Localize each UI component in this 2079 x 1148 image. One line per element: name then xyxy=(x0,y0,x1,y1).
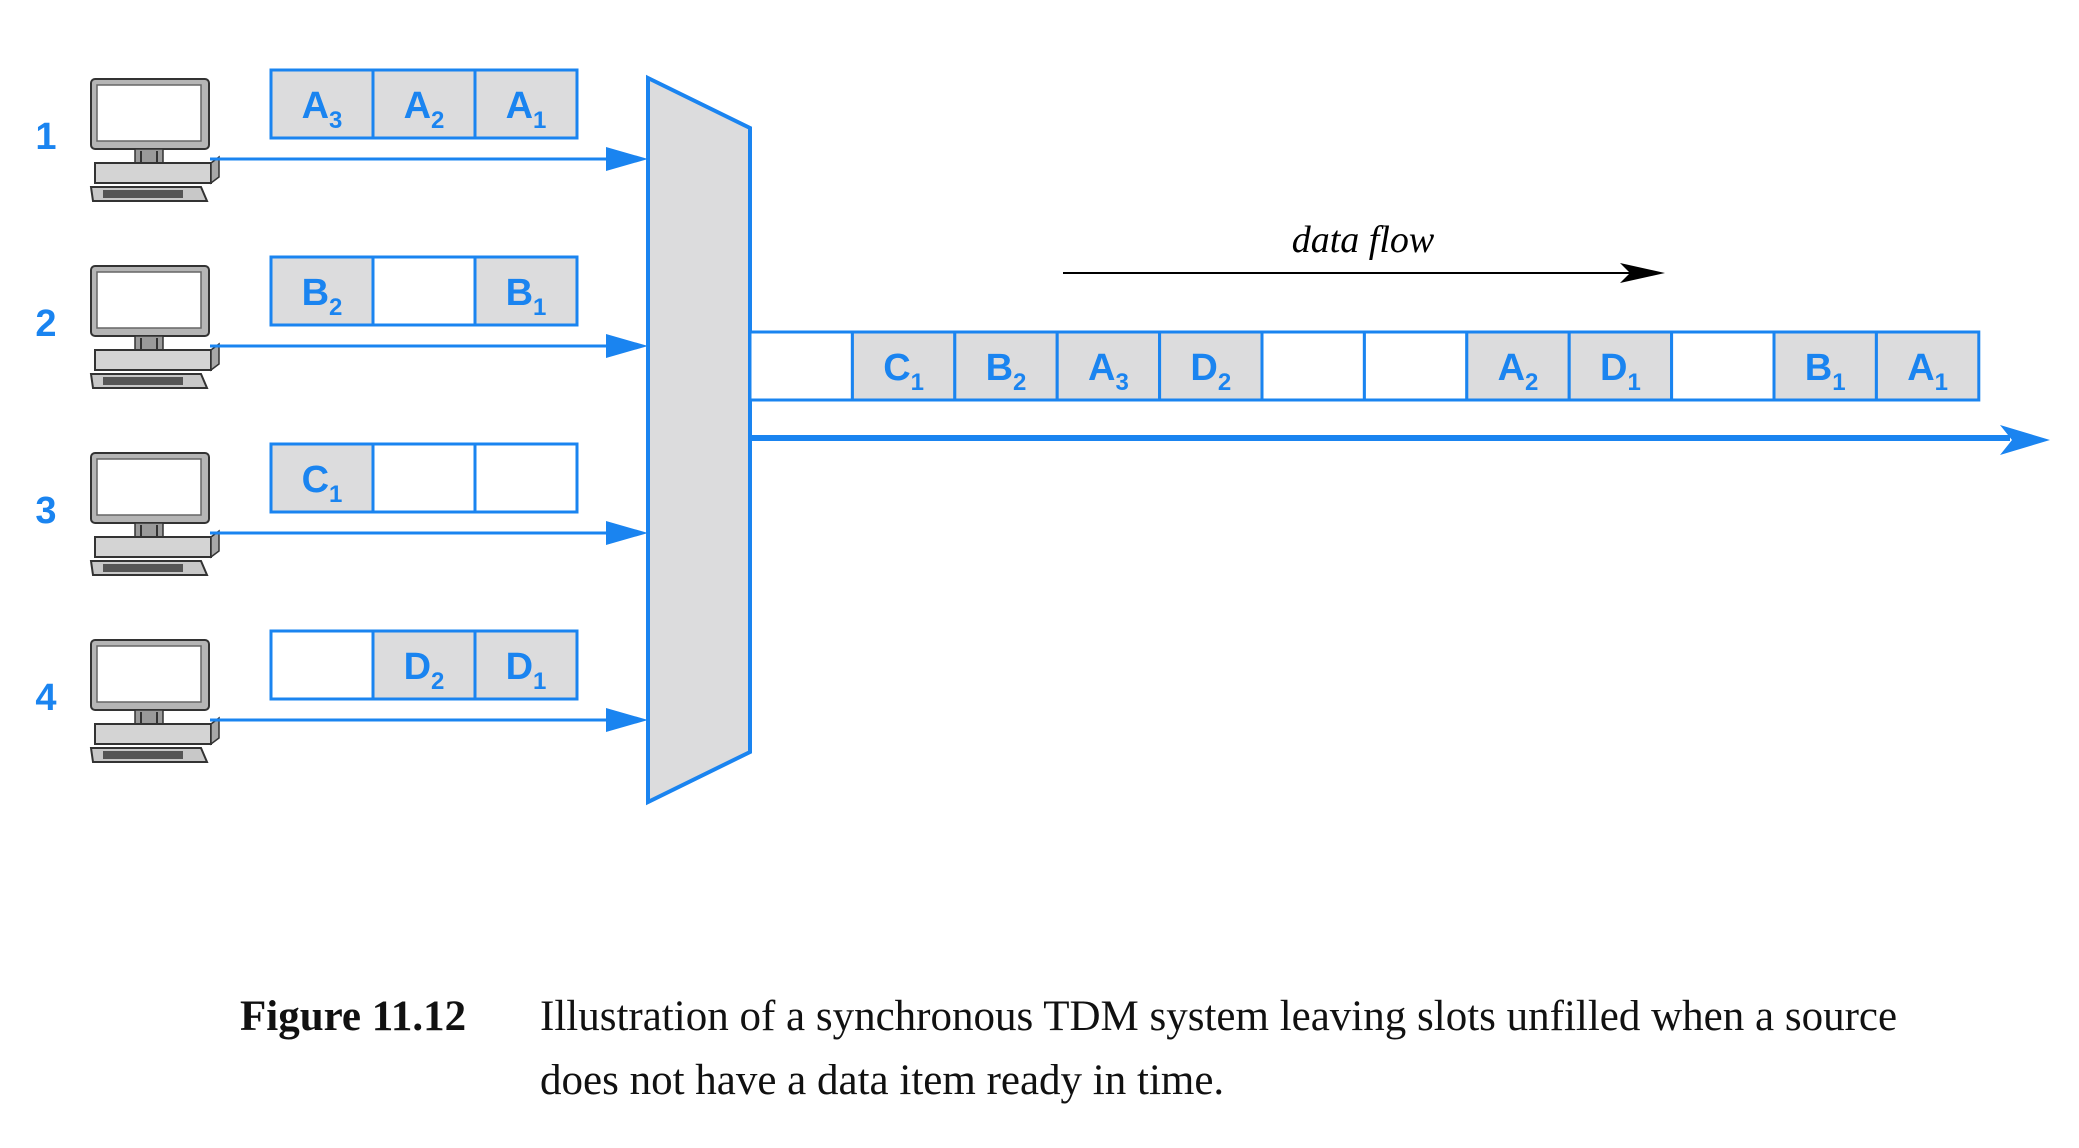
output-slot-label: B1 xyxy=(1805,347,1846,396)
input-slot-label: D1 xyxy=(506,646,547,695)
output-slot-label: A3 xyxy=(1088,347,1129,396)
empty-output-slot xyxy=(1362,330,1469,402)
source-number-label: 2 xyxy=(35,303,56,345)
empty-input-slot xyxy=(371,442,477,514)
input-slot-label: A3 xyxy=(302,85,343,134)
multiplexer-shape xyxy=(646,74,752,806)
source-2: 2 B2 B1 xyxy=(35,255,648,389)
input-slot-label: B1 xyxy=(506,272,547,321)
source-number-label: 4 xyxy=(35,677,56,719)
empty-output-slot xyxy=(1260,330,1366,402)
empty-output-slot xyxy=(1670,330,1776,402)
computer-icon xyxy=(89,639,220,763)
input-arrowhead xyxy=(606,708,648,732)
figure-caption-text: Illustration of a synchronous TDM system… xyxy=(540,993,1898,1104)
output-slot-label: C1 xyxy=(883,347,924,396)
output-slot-label: D1 xyxy=(1600,347,1641,396)
input-slot-label: A1 xyxy=(506,85,547,134)
data-flow-arrowhead xyxy=(1620,263,1665,283)
output-slot-label: B2 xyxy=(986,347,1027,396)
output-slot xyxy=(1567,330,1674,402)
empty-input-slot xyxy=(269,629,375,701)
source-3: 3 C1 xyxy=(35,442,648,576)
input-slot-label: A2 xyxy=(404,85,445,134)
sources-group: 1 A3 A2 A1 2 B2 B1 3 C1 4 D2 D1 xyxy=(35,68,648,763)
output-slot xyxy=(1772,330,1878,402)
output-slot-label: A2 xyxy=(1498,347,1539,396)
data-flow-indicator: data flow xyxy=(1063,219,1665,283)
input-slot-label: D2 xyxy=(404,646,445,695)
input-slot-label: C1 xyxy=(302,459,343,508)
output-slot-label: D2 xyxy=(1190,347,1231,396)
source-4: 4 D2 D1 xyxy=(35,629,648,763)
input-arrowhead xyxy=(606,521,648,545)
data-flow-label: data flow xyxy=(1292,219,1435,261)
computer-icon xyxy=(89,452,220,576)
input-slot xyxy=(473,255,579,327)
input-slot xyxy=(371,629,477,701)
empty-input-slot xyxy=(473,442,579,514)
input-arrowhead xyxy=(606,334,648,358)
empty-input-slot xyxy=(371,255,477,327)
output-slot xyxy=(1158,330,1264,402)
computer-icon xyxy=(89,265,220,389)
input-slot xyxy=(473,68,579,140)
input-slot-label: B2 xyxy=(302,272,343,321)
input-arrowhead xyxy=(606,147,648,171)
output-slot xyxy=(1055,330,1162,402)
source-number-label: 3 xyxy=(35,490,56,532)
output-arrowhead xyxy=(2000,425,2050,455)
output-slot xyxy=(850,330,957,402)
source-number-label: 1 xyxy=(35,116,56,158)
output-slot xyxy=(1874,330,1981,402)
input-slot xyxy=(269,442,375,514)
computer-icon xyxy=(89,78,220,202)
empty-output-slot xyxy=(748,330,854,402)
multiplexer-group xyxy=(646,74,752,806)
source-1: 1 A3 A2 A1 xyxy=(35,68,648,202)
output-stream-group: C1 B2 A3 D2 A2 D1 B1 A1 xyxy=(748,330,2050,455)
figure-caption: Figure 11.12 Illustration of a synchronou… xyxy=(240,985,1900,1113)
input-slot xyxy=(473,629,579,701)
output-slot-label: A1 xyxy=(1907,347,1948,396)
figure-number: Figure 11.12 xyxy=(240,993,467,1040)
